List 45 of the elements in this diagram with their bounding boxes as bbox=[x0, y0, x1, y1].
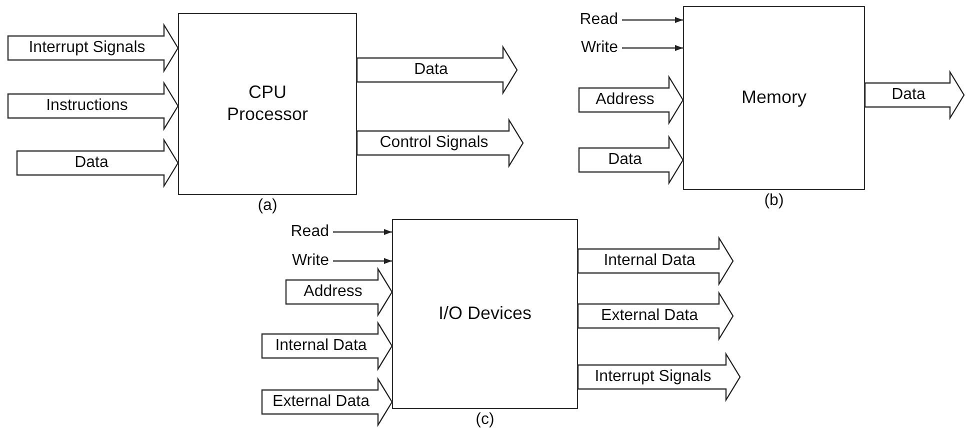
block-arrow bbox=[356, 44, 518, 96]
arrow bbox=[333, 229, 392, 235]
edge-label: Data bbox=[608, 152, 642, 168]
block-arrow bbox=[261, 376, 393, 428]
edge-label: Data bbox=[74, 155, 108, 171]
block-arrow bbox=[356, 118, 524, 168]
block-arrow bbox=[7, 22, 179, 74]
arrow bbox=[622, 45, 683, 51]
block-arrow bbox=[577, 236, 734, 286]
block-arrow bbox=[261, 320, 393, 372]
edge-label: Write bbox=[580, 40, 618, 56]
arrow bbox=[333, 258, 392, 264]
figure-label: (b) bbox=[764, 193, 784, 209]
edge-label: Interrupt Signals bbox=[28, 40, 146, 56]
figure-label: (c) bbox=[476, 412, 494, 428]
edge-label: Read bbox=[290, 224, 329, 240]
block-arrow bbox=[16, 138, 179, 188]
block-arrow bbox=[578, 134, 684, 186]
edge-label: Data bbox=[892, 87, 926, 103]
edge-label: Read bbox=[580, 12, 618, 28]
edge-label: Data bbox=[414, 62, 448, 78]
block-box bbox=[683, 6, 865, 190]
edge-label: External Data bbox=[272, 394, 370, 410]
edge-label: Interrupt Signals bbox=[594, 369, 712, 385]
block-arrow bbox=[577, 290, 734, 342]
edge-label: Address bbox=[304, 284, 362, 300]
block-title: I/O Devices bbox=[438, 303, 532, 325]
block-title: Memory bbox=[741, 87, 806, 109]
edge-label: Write bbox=[292, 253, 329, 269]
block-arrow bbox=[7, 80, 179, 132]
edge-label: Internal Data bbox=[604, 253, 696, 269]
edge-label: Control Signals bbox=[380, 135, 488, 151]
edge-label: External Data bbox=[601, 308, 698, 324]
edge-label: Address bbox=[596, 92, 654, 108]
block-box bbox=[178, 13, 357, 195]
arrow bbox=[622, 17, 683, 23]
edge-label: Instructions bbox=[46, 98, 128, 114]
edge-label: Internal Data bbox=[275, 338, 367, 354]
figure-label: (a) bbox=[258, 198, 278, 214]
block-arrow bbox=[577, 352, 741, 402]
block-title: CPU Processor bbox=[226, 82, 310, 126]
block-arrow bbox=[285, 266, 393, 318]
block-arrow bbox=[578, 74, 684, 126]
block-arrow bbox=[864, 70, 965, 120]
block-box bbox=[392, 219, 578, 409]
